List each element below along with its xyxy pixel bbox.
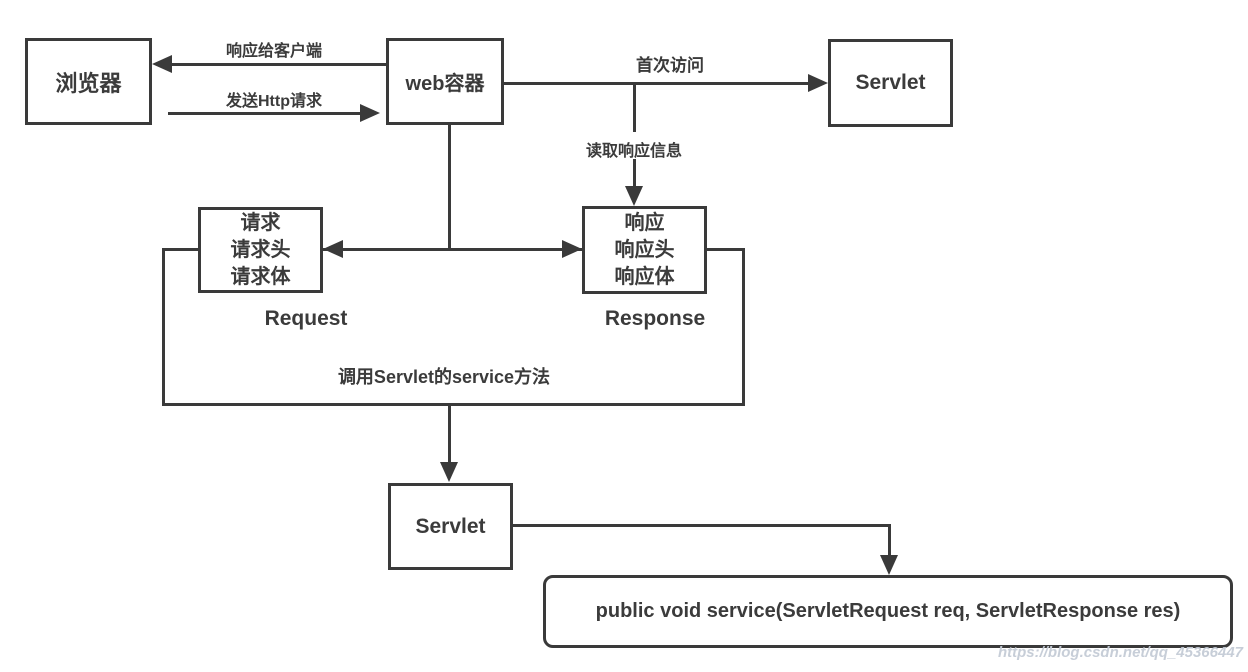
browser-label: 浏览器: [55, 70, 122, 96]
read-response-label: 读取响应信息: [585, 143, 682, 160]
servlet-bottom-label: Servlet: [415, 514, 486, 538]
response-line-3: 响应体: [614, 265, 675, 288]
servlet-to-signature-hline: [513, 524, 891, 527]
request-line-3: 请求体: [230, 265, 291, 288]
web-container-down-line: [448, 125, 451, 248]
service-signature-box: public void service(ServletRequest req, …: [543, 575, 1233, 648]
servlet-top-box: Servlet: [828, 39, 953, 127]
to-request-arrowhead-icon: [323, 240, 343, 258]
call-service-label: 调用Servlet的service方法: [337, 367, 551, 387]
to-response-arrowhead-icon: [562, 240, 582, 258]
request-line-1: 请求: [240, 211, 281, 234]
web-container-box: web容器: [386, 38, 504, 125]
servlet-bottom-box: Servlet: [388, 483, 513, 570]
request-line-2: 请求头: [230, 238, 291, 261]
first-visit-line: [504, 82, 808, 85]
rect-to-servlet-line: [448, 406, 451, 464]
browser-box: 浏览器: [25, 38, 152, 125]
web-container-label: web容器: [405, 73, 485, 95]
response-box: 响应 响应头 响应体: [582, 206, 707, 294]
servlet-top-label: Servlet: [855, 71, 926, 94]
servlet-to-signature-vline: [888, 524, 891, 557]
send-http-request-label: 发送Http请求: [226, 93, 322, 110]
request-box: 请求 请求头 请求体: [198, 207, 323, 293]
response-line-1: 响应: [624, 211, 665, 234]
service-signature-text: public void service(ServletRequest req, …: [595, 600, 1181, 622]
service-call-rect: [162, 248, 745, 406]
watermark-text: https://blog.csdn.net/qq_45366447: [997, 644, 1243, 661]
response-line-2: 响应头: [614, 238, 675, 261]
response-caption: Response: [604, 307, 706, 330]
servlet-to-signature-arrowhead-icon: [880, 555, 898, 575]
rect-to-servlet-arrowhead-icon: [440, 462, 458, 482]
read-response-arrowhead-icon: [625, 186, 643, 206]
read-response-line-lower: [633, 159, 636, 189]
respond-to-client-label: 响应给客户端: [225, 43, 322, 60]
respond-to-client-line: [172, 63, 386, 66]
first-visit-label: 首次访问: [636, 56, 704, 75]
request-caption: Request: [264, 307, 348, 330]
send-http-request-arrowhead-icon: [360, 104, 380, 122]
send-http-request-line: [168, 112, 360, 115]
first-visit-arrowhead-icon: [808, 74, 828, 92]
respond-to-client-arrowhead-icon: [152, 55, 172, 73]
read-response-line-upper: [633, 85, 636, 132]
